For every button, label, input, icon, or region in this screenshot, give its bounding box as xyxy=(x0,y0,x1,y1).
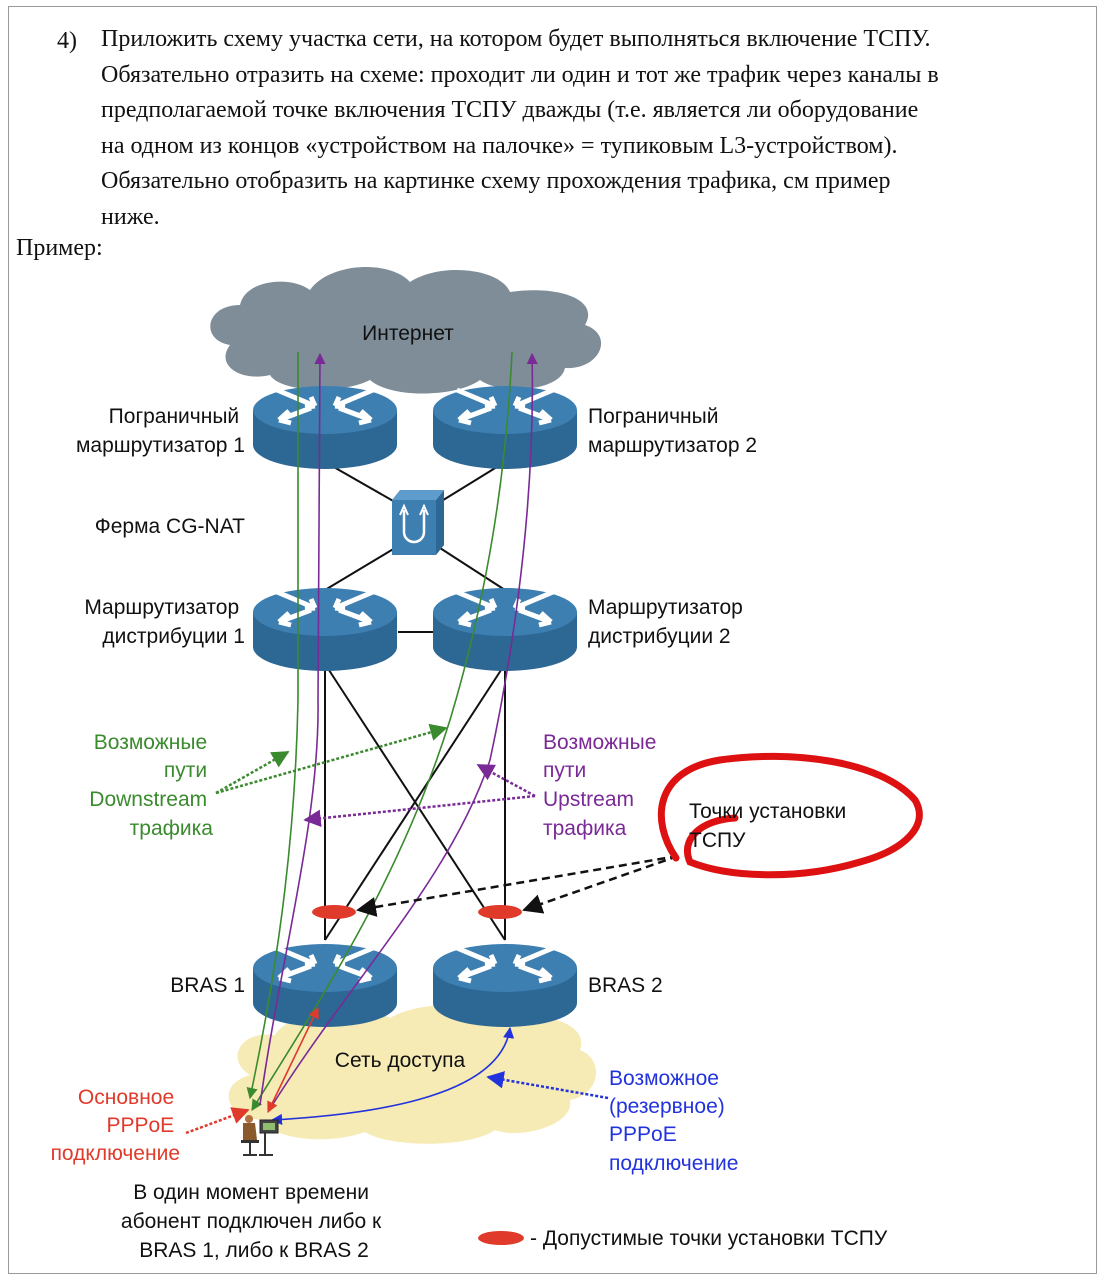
cgnat-label: Ферма CG-NAT xyxy=(95,515,245,538)
border-router-2-label: Пограничный маршрутизатор 2 xyxy=(588,405,757,457)
item-line: предполагаемой точке включения ТСПУ дваж… xyxy=(101,97,919,123)
border-router-1-icon xyxy=(253,386,397,469)
item-line: Обязательно отразить на схеме: проходит … xyxy=(101,61,939,88)
access-network-label: Сеть доступа xyxy=(335,1049,466,1072)
bras-1-icon xyxy=(253,944,397,1027)
tspu-pointer-arrows xyxy=(356,854,679,917)
dist-router-1-icon xyxy=(253,588,397,671)
internet-cloud: Интернет xyxy=(210,267,602,394)
bras-1-label: BRAS 1 xyxy=(170,974,245,997)
item-line: Приложить схему участка сети, на котором… xyxy=(101,26,931,52)
item-number: 4) xyxy=(57,28,77,54)
legend-marker xyxy=(478,1231,524,1245)
border-router-1-label: Пограничный маршрутизатор 1 xyxy=(76,405,245,457)
bras-2-icon xyxy=(433,944,577,1027)
freehand-circle xyxy=(657,752,923,879)
bras-2-label: BRAS 2 xyxy=(588,974,663,997)
backup-pppoe-label: Возможное (резервное) PPPoE подключение xyxy=(609,1067,738,1175)
legend-text: - Допустимые точки установки ТСПУ xyxy=(530,1227,888,1250)
tspu-point-1 xyxy=(312,905,356,919)
downstream-label: Возможные пути Downstream трафика xyxy=(89,731,213,840)
backup-pppoe-label-arrow xyxy=(486,1071,609,1100)
downstream-paths xyxy=(246,351,513,1111)
tspu-points-label: Точки установки ТСПУ xyxy=(689,800,852,852)
item-line: ниже. xyxy=(101,203,160,230)
main-pppoe-label-arrow xyxy=(185,1107,250,1135)
tspu-point-2 xyxy=(478,905,522,919)
item-line: Обязательно отобразить на картинке схему… xyxy=(101,168,891,194)
upstream-label: Возможные пути Upstream трафика xyxy=(543,731,662,840)
downstream-label-arrows xyxy=(215,723,448,795)
upstream-label-arrows xyxy=(303,763,536,828)
access-cloud: Сеть доступа xyxy=(228,1004,597,1144)
page-frame xyxy=(8,6,1097,1274)
item-line: на одном из концов «устройством на палоч… xyxy=(101,132,898,159)
main-pppoe-label: Основное PPPoE подключение xyxy=(51,1086,180,1165)
example-label: Пример: xyxy=(16,235,103,261)
moment-note: В один момент времени абонент подключен … xyxy=(121,1181,387,1262)
topology-links xyxy=(324,461,506,941)
backup-pppoe-path xyxy=(270,1026,515,1126)
subscriber-pc-icon xyxy=(241,1115,279,1156)
cgnat-device-icon xyxy=(392,490,444,555)
dist-router-2-icon xyxy=(433,588,577,671)
dist-router-2-label: Маршрутизатор дистрибуции 2 xyxy=(588,596,749,648)
internet-label: Интернет xyxy=(362,322,454,345)
item-paragraph: Приложить схему участка сети, на котором… xyxy=(101,22,1086,235)
border-router-2-icon xyxy=(433,386,577,469)
dist-router-1-label: Маршрутизатор дистрибуции 1 xyxy=(84,596,245,648)
